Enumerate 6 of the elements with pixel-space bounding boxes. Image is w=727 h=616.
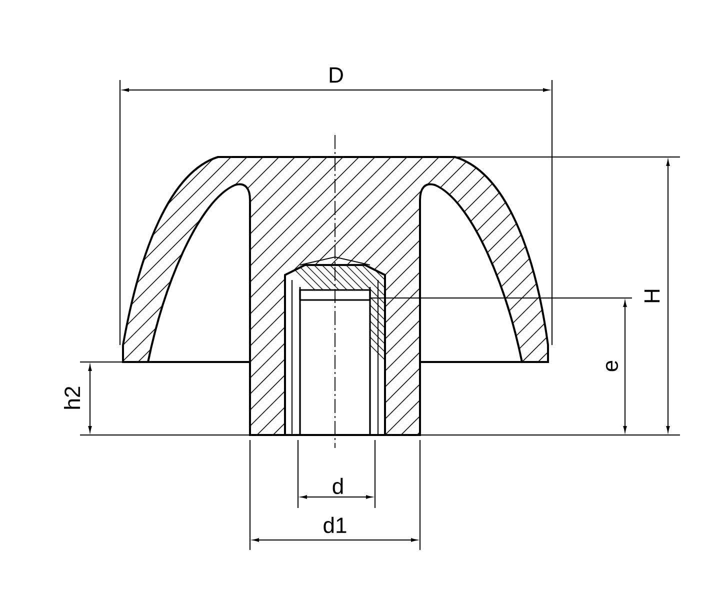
dimension-label: d bbox=[332, 478, 343, 494]
dimension-label: D bbox=[330, 67, 343, 83]
dimension-label: h2 bbox=[64, 386, 80, 409]
dimension-label: H bbox=[644, 290, 660, 302]
dimension-label: d1 bbox=[324, 516, 346, 534]
dimension-label: e bbox=[606, 360, 618, 372]
